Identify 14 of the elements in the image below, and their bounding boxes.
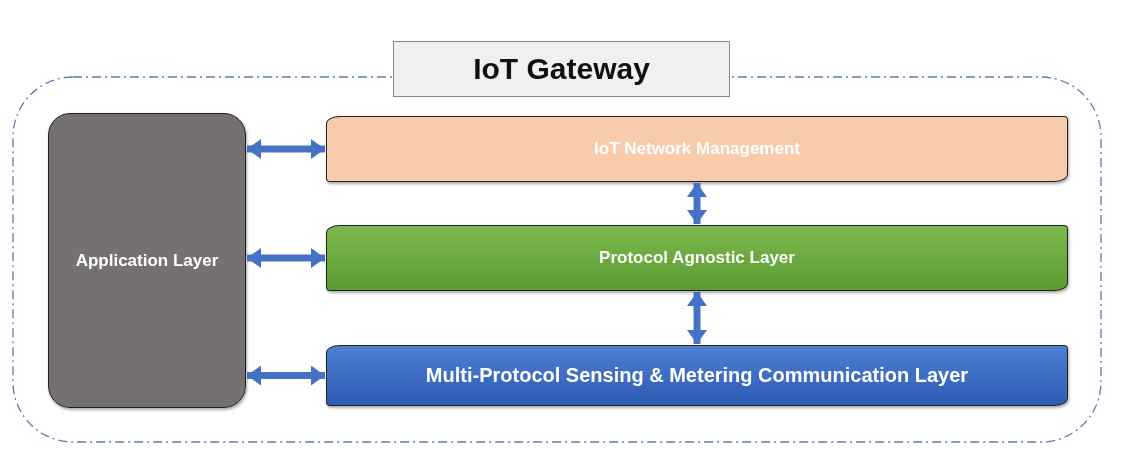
layer-label: Protocol Agnostic Layer xyxy=(598,248,796,268)
layer-band xyxy=(326,345,1068,406)
double-arrow xyxy=(687,183,707,224)
layer-band xyxy=(326,116,1068,182)
layer-label: IoT Network Management xyxy=(593,139,801,159)
layer-label: Application Layer xyxy=(74,250,220,271)
double-arrow xyxy=(247,248,325,268)
double-arrow xyxy=(247,139,325,159)
double-arrow xyxy=(247,365,325,386)
layer-box xyxy=(48,113,246,408)
layer-band xyxy=(326,225,1068,291)
double-arrow xyxy=(687,292,707,344)
layer-label: Multi-Protocol Sensing & Metering Communication Layer xyxy=(424,364,970,387)
title: IoT Gateway xyxy=(473,52,650,86)
